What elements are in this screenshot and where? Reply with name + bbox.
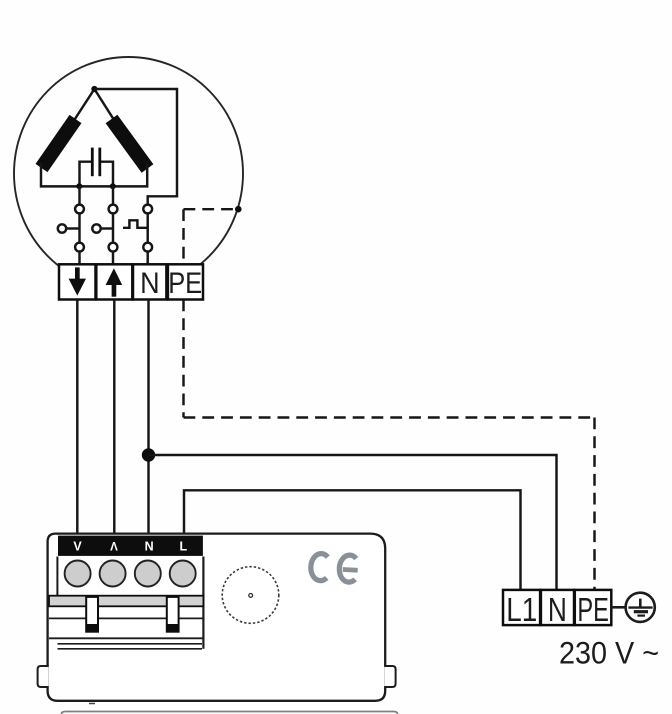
- svg-text:PE: PE: [577, 591, 609, 628]
- svg-text:230 V ~: 230 V ~: [559, 635, 659, 671]
- svg-text:N: N: [145, 539, 154, 553]
- svg-text:PE: PE: [168, 267, 202, 300]
- svg-text:Λ: Λ: [110, 541, 118, 553]
- svg-text:V: V: [73, 539, 82, 553]
- svg-text:L1: L1: [506, 591, 537, 628]
- svg-text:L: L: [179, 539, 187, 553]
- svg-text:N: N: [140, 267, 160, 300]
- svg-text:N: N: [548, 591, 567, 628]
